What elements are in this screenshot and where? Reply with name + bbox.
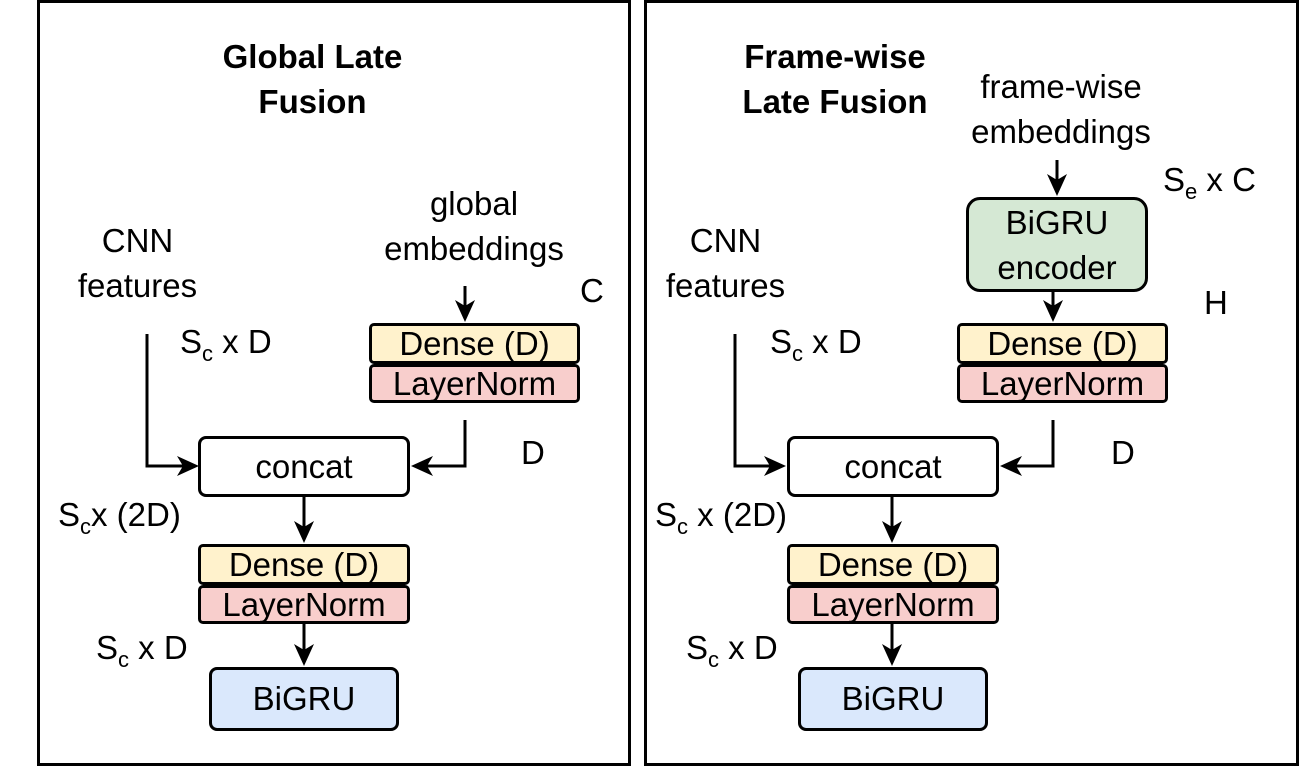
layernorm-embeddings: LayerNorm bbox=[957, 364, 1168, 403]
global-embeddings-label: global embeddings bbox=[370, 181, 578, 271]
dim-rest: x C bbox=[1197, 161, 1256, 198]
panel-title-global: Global Late Fusion bbox=[180, 34, 445, 124]
cnn-features-label: CNN features bbox=[648, 218, 803, 308]
dim-base: S bbox=[180, 323, 203, 360]
dim-projected-d: D bbox=[521, 434, 545, 471]
dim-rest: x D bbox=[719, 629, 778, 666]
bigru-block: BiGRU bbox=[209, 667, 399, 731]
dense-layer-fusion: Dense (D) bbox=[198, 544, 410, 585]
cnn-features-label: CNN features bbox=[60, 218, 215, 308]
dim-sub: e bbox=[1185, 179, 1198, 204]
label-line: frame-wise bbox=[980, 68, 1142, 105]
dense-layer-fusion: Dense (D) bbox=[787, 544, 999, 585]
dim-base: S bbox=[1163, 161, 1186, 198]
arrowhead bbox=[294, 644, 314, 666]
frame-wise-embeddings-label: frame-wise embeddings bbox=[955, 64, 1167, 154]
label-line: encoder bbox=[997, 248, 1117, 286]
dim-encoder-h: H bbox=[1204, 284, 1228, 321]
label-line: embeddings bbox=[971, 113, 1151, 150]
arrowhead bbox=[882, 521, 902, 543]
dim-sub: c bbox=[708, 647, 720, 672]
arrow-projection-to-concat bbox=[420, 420, 467, 468]
label-line: features bbox=[665, 267, 786, 304]
dim-rest: x D bbox=[129, 629, 188, 666]
panel-title-frame-wise: Frame-wise Late Fusion bbox=[712, 34, 958, 124]
dim-base: S bbox=[770, 323, 793, 360]
label-line: features bbox=[77, 267, 198, 304]
dim-concat-output: Sc x (2D) bbox=[655, 495, 788, 538]
dim-sub: c bbox=[792, 341, 804, 366]
dim-fusion-output: Sc x D bbox=[686, 628, 778, 671]
dim-rest: x D bbox=[213, 323, 272, 360]
arrowhead bbox=[177, 456, 199, 476]
label-line: CNN bbox=[689, 222, 762, 259]
dim-rest: x (2D) bbox=[688, 496, 788, 533]
dim-sub: c bbox=[677, 514, 689, 539]
layernorm-fusion: LayerNorm bbox=[198, 585, 410, 624]
dim-base: S bbox=[655, 496, 678, 533]
bigru-block: BiGRU bbox=[798, 667, 988, 731]
layernorm-fusion: LayerNorm bbox=[787, 585, 999, 624]
dim-concat-output: Scx (2D) bbox=[58, 495, 181, 538]
dim-frame-embeddings: Se x C bbox=[1163, 160, 1256, 203]
dim-cnn-features: Sc x D bbox=[180, 322, 272, 365]
dim-base: S bbox=[96, 629, 119, 666]
label-line: global bbox=[429, 185, 519, 222]
title-line: Late Fusion bbox=[742, 83, 928, 120]
concat-block: concat bbox=[198, 436, 410, 497]
arrowhead bbox=[411, 456, 433, 476]
label-line: CNN bbox=[101, 222, 174, 259]
dim-rest: x D bbox=[803, 323, 862, 360]
title-line: Global Late bbox=[222, 38, 403, 75]
arrowhead bbox=[294, 521, 314, 543]
dim-sub: c bbox=[80, 514, 92, 539]
dim-base: S bbox=[686, 629, 709, 666]
concat-block: concat bbox=[787, 436, 999, 497]
layernorm-embeddings: LayerNorm bbox=[369, 364, 580, 403]
title-line: Frame-wise bbox=[744, 38, 926, 75]
dense-layer-embeddings: Dense (D) bbox=[957, 323, 1168, 364]
arrowhead bbox=[882, 644, 902, 666]
dim-cnn-features: Sc x D bbox=[770, 322, 862, 365]
label-line: BiGRU bbox=[1005, 203, 1109, 241]
dim-base: S bbox=[58, 496, 81, 533]
dense-layer-embeddings: Dense (D) bbox=[369, 323, 580, 364]
arrowhead bbox=[1043, 300, 1063, 322]
dim-sub: c bbox=[118, 647, 130, 672]
arrow-projection-to-concat bbox=[1009, 420, 1055, 468]
dim-embedding-c: C bbox=[580, 272, 604, 309]
arrowhead bbox=[455, 300, 475, 322]
arrow-cnn-to-concat bbox=[145, 334, 190, 468]
title-line: Fusion bbox=[258, 83, 367, 120]
dim-projected-d: D bbox=[1111, 434, 1135, 471]
arrowhead bbox=[1000, 456, 1022, 476]
dim-sub: c bbox=[202, 341, 214, 366]
bigru-encoder-block: BiGRU encoder bbox=[966, 197, 1148, 292]
arrowhead bbox=[764, 456, 786, 476]
dim-fusion-output: Sc x D bbox=[96, 628, 188, 671]
dim-rest: x (2D) bbox=[91, 496, 181, 533]
arrow-cnn-to-concat bbox=[733, 334, 777, 468]
arrowhead bbox=[1047, 174, 1067, 196]
label-line: embeddings bbox=[384, 230, 564, 267]
